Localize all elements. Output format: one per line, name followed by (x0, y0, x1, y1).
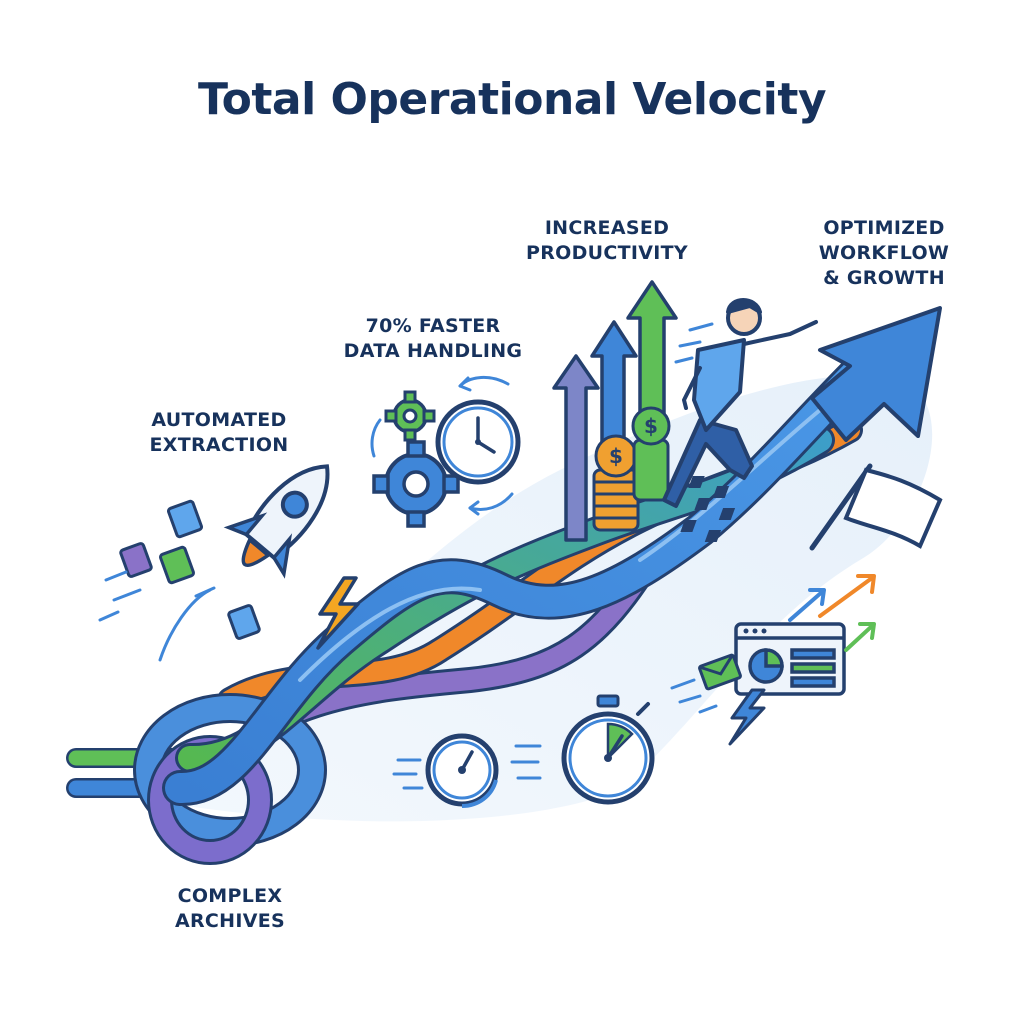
checkered-flag-icon (680, 463, 943, 551)
up-arrow-icon (552, 354, 600, 542)
lightning-icon (728, 688, 766, 746)
label-line: WORKFLOW (818, 242, 950, 264)
rocket-icon (223, 464, 330, 579)
up-arrow-icon (626, 280, 678, 432)
label-optimized-workflow: OPTIMIZED WORKFLOW & GROWTH (806, 216, 962, 291)
document-icon (227, 604, 261, 640)
stopwatch-icon (561, 694, 655, 805)
label-line: OPTIMIZED (823, 217, 945, 239)
label-line: EXTRACTION (149, 434, 289, 456)
label-line: INCREASED (544, 217, 670, 239)
page-title: Total Operational Velocity (197, 74, 827, 125)
dollar-coin-icon (631, 406, 671, 446)
label-complex-archives: COMPLEX ARCHIVES (160, 884, 300, 934)
growth-arrows-small (788, 574, 876, 652)
label-automated-extraction: AUTOMATED EXTRACTION (144, 408, 294, 458)
cycle-arrows (370, 376, 514, 516)
document-icon (119, 542, 153, 578)
gear-icon (372, 440, 460, 528)
speed-lines-left (98, 570, 216, 662)
label-line: & GROWTH (823, 267, 945, 289)
band-blue-fill (165, 355, 875, 803)
svg-text:$: $ (609, 444, 623, 468)
dashboard-window-icon (734, 622, 846, 696)
label-line: DATA HANDLING (343, 340, 523, 362)
motion-lines (674, 322, 714, 364)
document-icon (158, 545, 196, 585)
svg-text:$: $ (644, 414, 658, 438)
band-blue-highlight (298, 586, 482, 682)
dollar-coin-stack (592, 406, 671, 532)
stopwatch-icon (435, 399, 521, 485)
label-line: 70% FASTER (365, 315, 501, 337)
knot-loop-outer-fill (136, 696, 324, 844)
speed-lines-right (670, 678, 718, 714)
label-faster-data-handling: 70% FASTER DATA HANDLING (326, 314, 540, 364)
growth-arrow-head (810, 306, 942, 442)
gear-icon (384, 390, 436, 442)
speed-lines-mid (392, 744, 542, 790)
label-line: PRODUCTIVITY (526, 242, 688, 264)
document-icon (166, 499, 204, 539)
label-line: AUTOMATED (151, 409, 287, 431)
envelope-icon (698, 653, 742, 691)
label-line: ARCHIVES (174, 910, 286, 932)
band-blue-highlight-2 (638, 408, 822, 562)
flow-bands (66, 352, 878, 865)
lightning-icon (316, 576, 360, 650)
dollar-signs: $ $ (609, 414, 658, 468)
label-line: COMPLEX (177, 885, 283, 907)
label-increased-productivity: INCREASED PRODUCTIVITY (512, 216, 702, 266)
speedometer-icon (425, 733, 499, 808)
person-running-icon (662, 298, 818, 508)
document-icons (119, 499, 261, 640)
